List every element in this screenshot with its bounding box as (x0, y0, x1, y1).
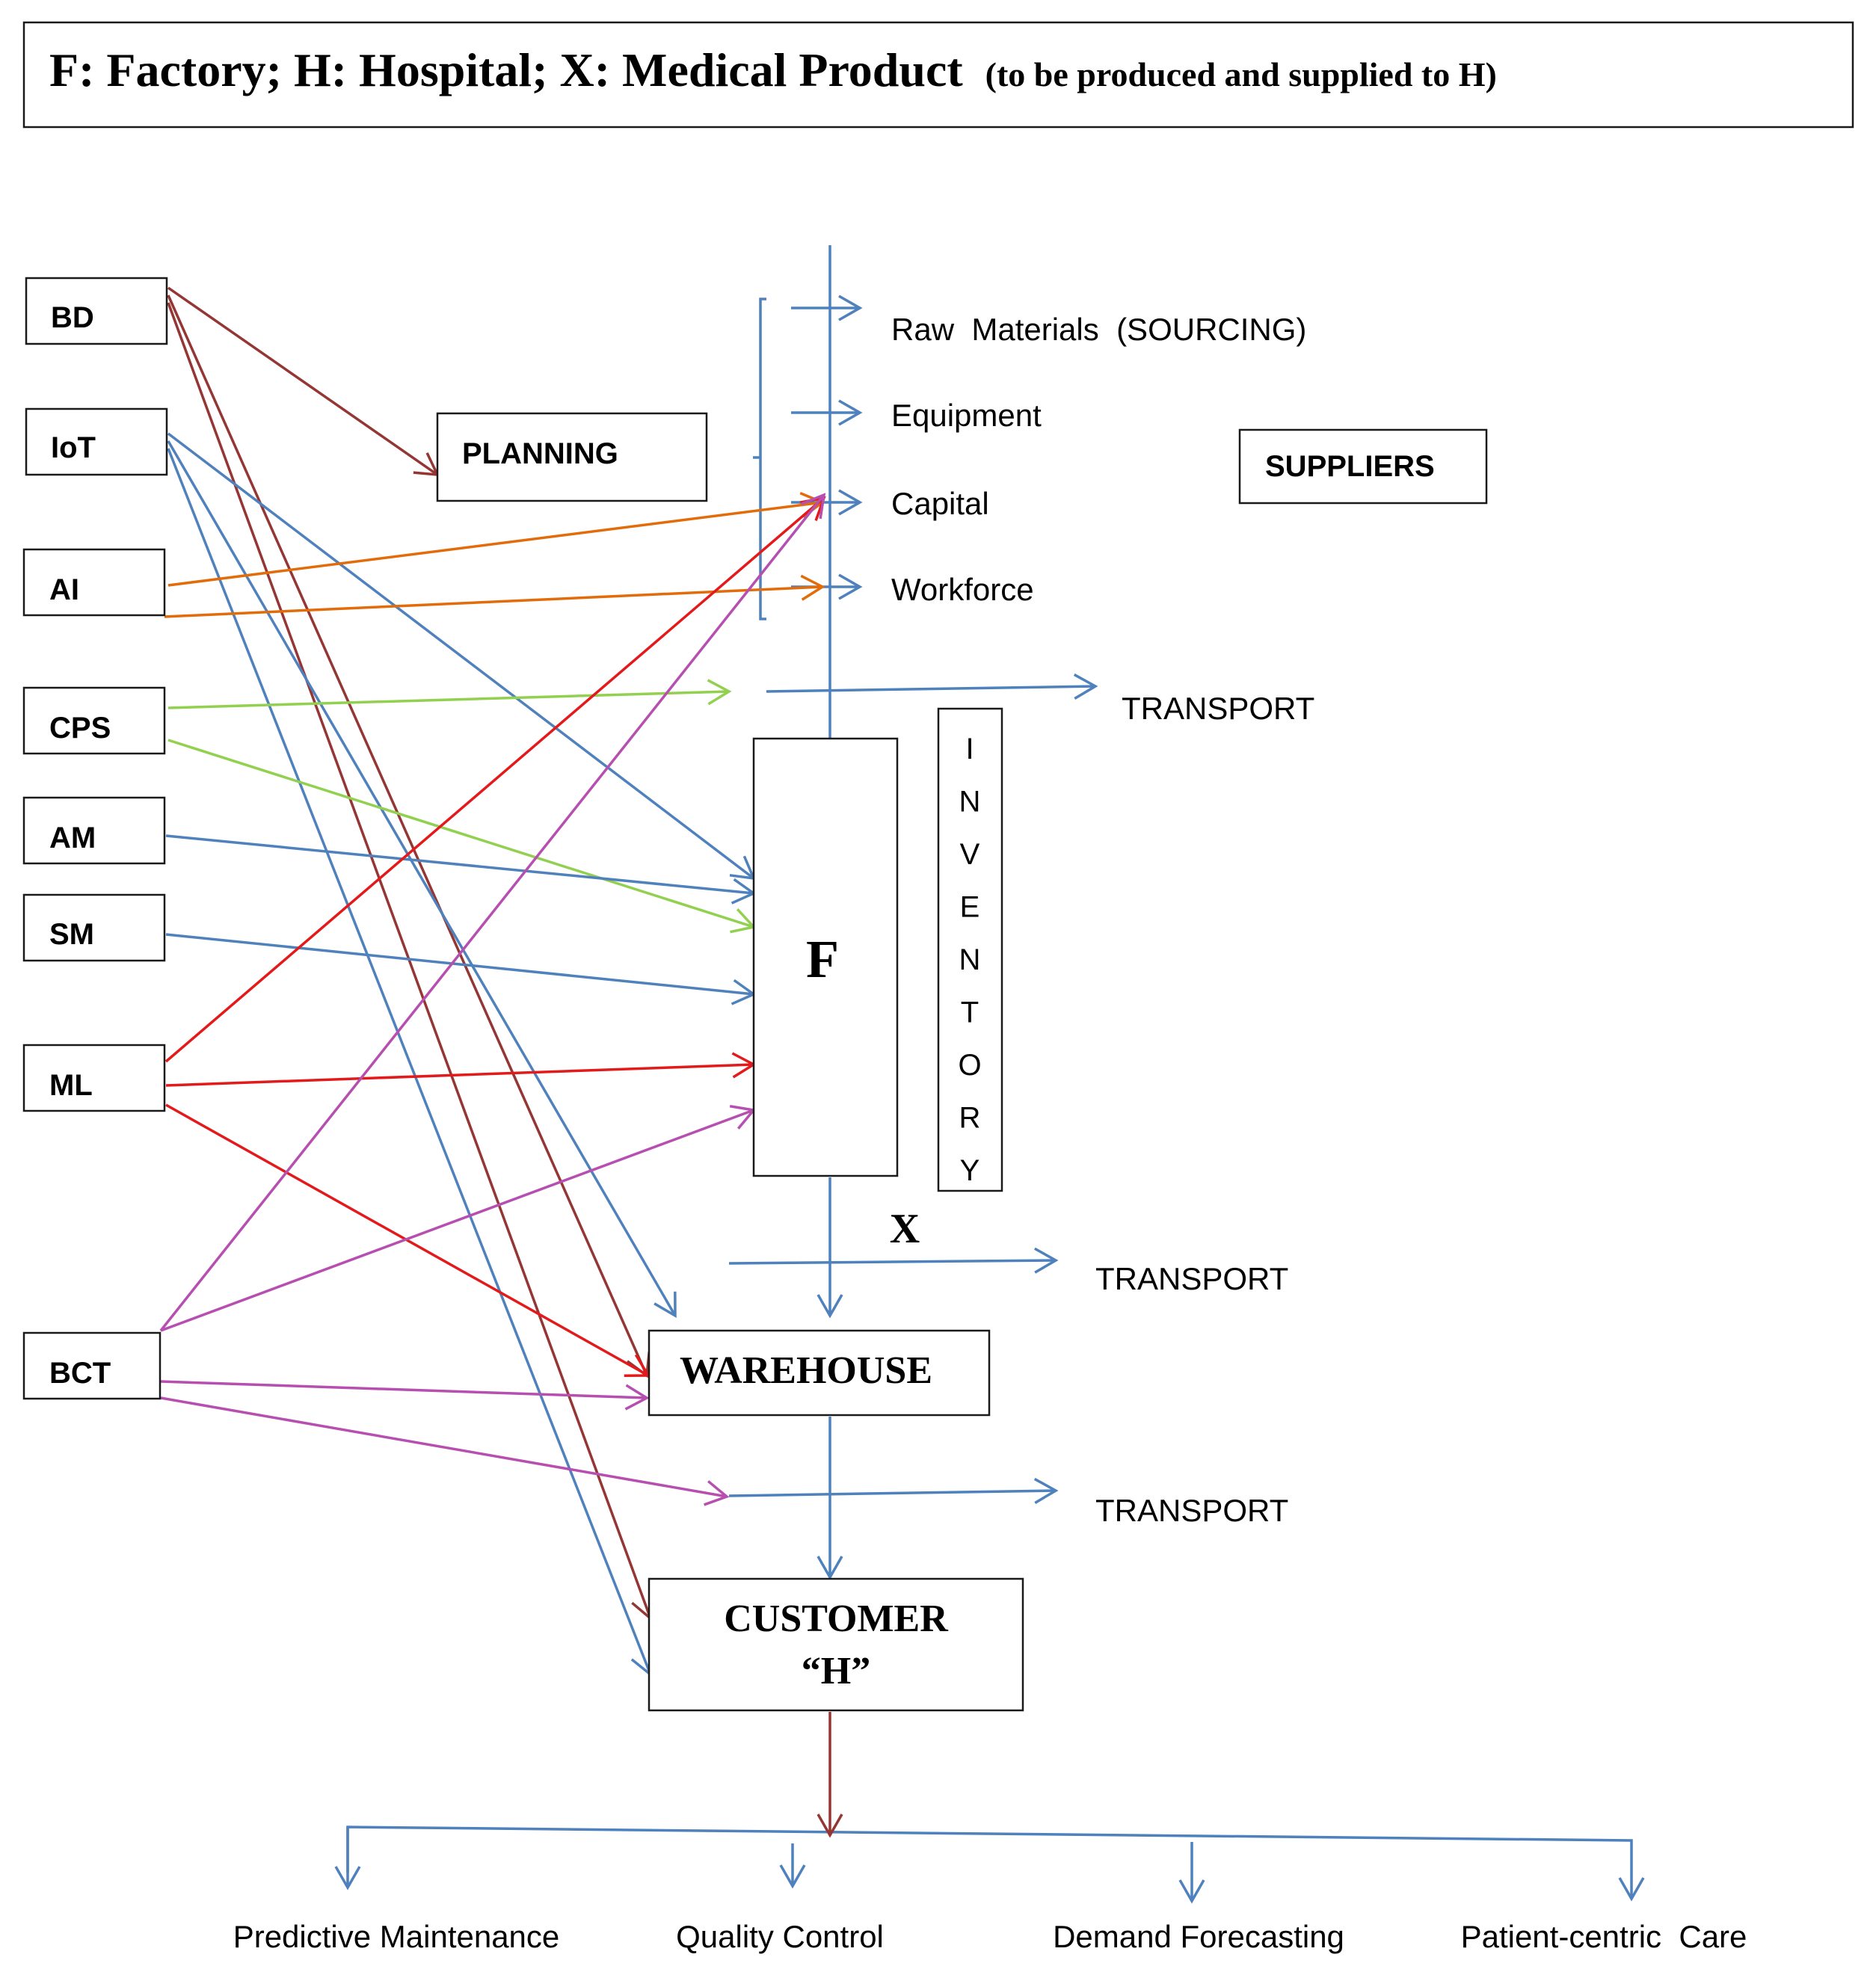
inventory-letter: Y (960, 1154, 980, 1187)
tech-box-sm: SM (22, 893, 166, 962)
inventory-letter: V (960, 838, 980, 871)
inventory-letter: T (961, 996, 979, 1029)
tech-box-ai: AI (22, 548, 166, 617)
outcome-quality-control: Quality Control (676, 1919, 884, 1954)
warehouse-box: WAREHOUSE (648, 1329, 991, 1417)
sourcing-equipment: Equipment (891, 398, 1042, 433)
tech-box-bd: BD (25, 277, 168, 345)
tech-label-bct: BCT (49, 1357, 111, 1390)
tech-box-ml: ML (22, 1044, 166, 1112)
suppliers-box: SUPPLIERS (1238, 428, 1488, 505)
sourcing-capital: Capital (891, 486, 989, 521)
outcome-patient-centric-care: Patient-centric Care (1461, 1919, 1747, 1954)
transport-label-3: TRANSPORT (1095, 1493, 1288, 1528)
tech-box-iot: IoT (25, 407, 168, 476)
customer-label-line2: “H” (802, 1650, 870, 1692)
title-main: F: Factory; H: Hospital; X: Medical Prod… (49, 43, 963, 96)
inventory-letter: N (959, 943, 981, 976)
tech-label-iot: IoT (51, 431, 96, 464)
tech-box-bct: BCT (22, 1331, 162, 1400)
inventory-letter: I (965, 733, 974, 765)
transport-label-2: TRANSPORT (1095, 1261, 1288, 1296)
warehouse-label: WAREHOUSE (680, 1349, 932, 1392)
tech-label-cps: CPS (49, 712, 111, 745)
tech-label-sm: SM (49, 918, 94, 951)
customer-label-line1: CUSTOMER (724, 1598, 949, 1640)
main-flow (346, 245, 1645, 1904)
tech-box-am: AM (22, 796, 166, 865)
planning-label: PLANNING (462, 437, 618, 470)
customer-box: CUSTOMER “H” (648, 1577, 1024, 1712)
planning-box: PLANNING (436, 412, 708, 502)
tech-arrows (159, 286, 826, 1677)
tech-label-ai: AI (49, 573, 79, 606)
title-sub: (to be produced and supplied to H) (985, 55, 1497, 93)
tech-box-cps: CPS (22, 686, 166, 755)
product-label: X (890, 1206, 920, 1252)
title-text: F: Factory; H: Hospital; X: Medical Prod… (49, 43, 1497, 96)
sourcing-bracket (753, 298, 766, 620)
tech-label-bd: BD (51, 301, 94, 334)
tech-label-ml: ML (49, 1069, 93, 1102)
factory-box: F (752, 737, 899, 1177)
outcome-predictive-maintenance: Predictive Maintenance (233, 1919, 560, 1954)
sourcing-raw-materials: Raw Materials (SOURCING) (891, 312, 1306, 347)
inventory-letter: R (959, 1102, 981, 1135)
transport-label-1: TRANSPORT (1122, 691, 1314, 726)
inventory-letter: O (958, 1049, 981, 1082)
factory-label: F (806, 929, 839, 989)
tech-label-am: AM (49, 822, 96, 854)
inventory-letter: N (959, 786, 981, 819)
inventory-letter: E (960, 891, 980, 924)
outcome-demand-forecasting: Demand Forecasting (1053, 1919, 1344, 1954)
suppliers-label: SUPPLIERS (1265, 450, 1435, 483)
sourcing-workforce: Workforce (891, 572, 1034, 607)
title-box (22, 21, 1854, 129)
